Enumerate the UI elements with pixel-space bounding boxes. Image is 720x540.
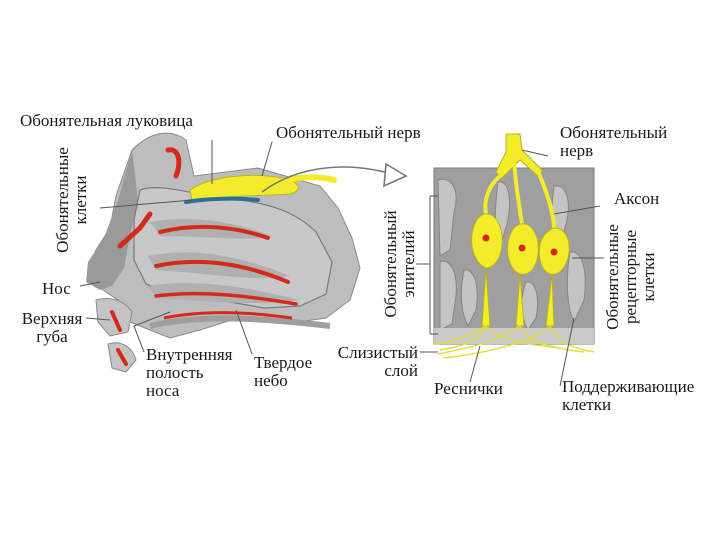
label-olfactory-nerve-right: Обонятельный нерв: [560, 124, 667, 160]
label-supporting-cells-line2: клетки: [562, 396, 694, 414]
magnify-arrowhead: [384, 164, 406, 186]
label-upper-lip-line2: губа: [14, 328, 90, 346]
label-mucous-layer-line1: Слизистый: [322, 344, 418, 362]
label-upper-lip-line1: Верхняя: [14, 310, 90, 328]
label-olfactory-bulb: Обонятельная луковица: [20, 112, 193, 130]
label-axon: Аксон: [614, 190, 659, 208]
label-olfactory-epithelium: Обонятельный эпителий: [382, 196, 418, 332]
label-mucous-layer: Слизистый слой: [322, 344, 418, 380]
label-olfactory-nerve-right-line2: нерв: [560, 142, 667, 160]
label-nose: Нос: [42, 280, 71, 298]
label-olfactory-cells-line2: клетки: [72, 134, 90, 266]
label-olfactory-cells-line1: Обонятельные: [54, 134, 72, 266]
label-olfactory-epithelium-line1: Обонятельный: [382, 196, 400, 332]
label-nasal-cavity: Внутренняя полость носа: [146, 346, 232, 400]
label-olfactory-cells: Обонятельные клетки: [54, 134, 90, 266]
label-cilia: Реснички: [434, 380, 503, 398]
label-olfactory-nerve-left: Обонятельный нерв: [276, 124, 421, 142]
label-supporting-cells-line1: Поддерживающие: [562, 378, 694, 396]
label-mucous-layer-line2: слой: [322, 362, 418, 380]
label-nasal-cavity-line2: полость: [146, 364, 232, 382]
label-hard-palate-line1: Твердое: [254, 354, 312, 372]
label-nasal-cavity-line3: носа: [146, 382, 232, 400]
label-receptor-cells: Обонятельные рецепторные клетки: [604, 212, 658, 342]
label-olfactory-epithelium-line2: эпителий: [400, 196, 418, 332]
label-olfactory-nerve-right-line1: Обонятельный: [560, 124, 667, 142]
label-receptor-cells-line3: клетки: [640, 212, 658, 342]
label-nasal-cavity-line1: Внутренняя: [146, 346, 232, 364]
label-hard-palate: Твердое небо: [254, 354, 312, 390]
label-receptor-cells-line1: Обонятельные: [604, 212, 622, 342]
label-upper-lip: Верхняя губа: [14, 310, 90, 346]
label-hard-palate-line2: небо: [254, 372, 312, 390]
label-receptor-cells-line2: рецепторные: [622, 212, 640, 342]
label-supporting-cells: Поддерживающие клетки: [562, 378, 694, 414]
